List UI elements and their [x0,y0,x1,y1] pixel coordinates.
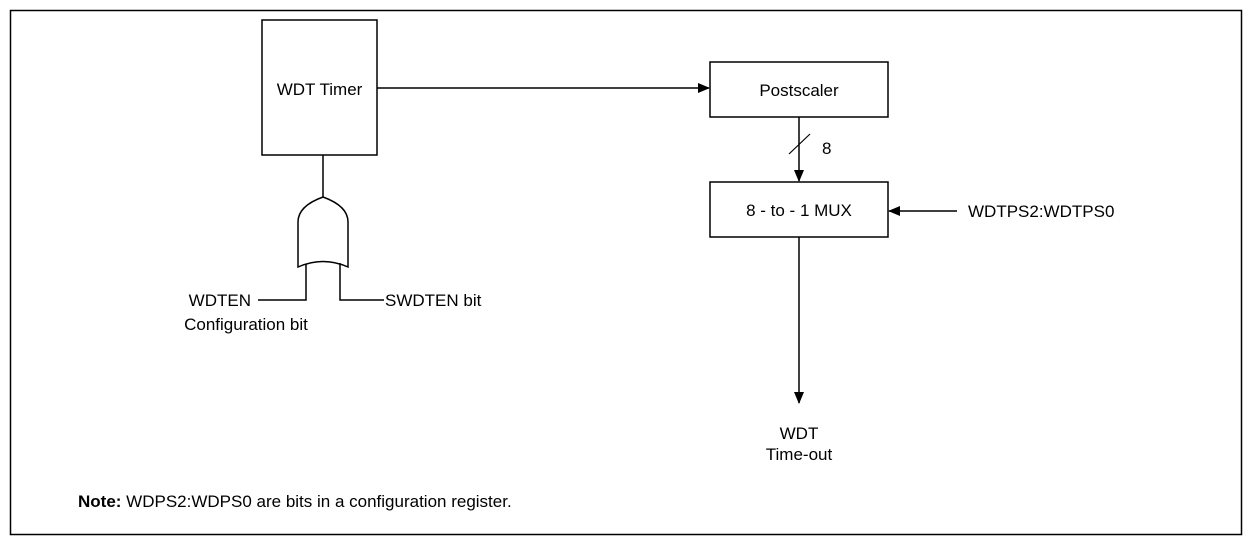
wdten-sub-label: Configuration bit [184,315,308,334]
note: Note: WDPS2:WDPS0 are bits in a configur… [78,492,512,511]
wdten-label: WDTEN [189,291,251,310]
wdt-timer-label: WDT Timer [277,80,363,99]
output-label-line2: Time-out [766,445,833,464]
bus-width-label: 8 [822,139,831,158]
mux-block [709,181,889,238]
postscaler-block [709,61,889,118]
swdten-input-wire [339,263,384,301]
wdt-timer-block [261,19,378,156]
note-label: Note: [78,492,121,511]
bus-slash [788,133,811,155]
note-text: WDPS2:WDPS0 are bits in a configuration … [121,492,511,511]
swdten-label: SWDTEN bit [385,291,482,310]
or-gate-icon [297,196,349,269]
select-input-label: WDTPS2:WDTPS0 [968,202,1114,221]
mux-label: 8 - to - 1 MUX [746,201,852,220]
output-label-line1: WDT [780,424,819,443]
postscaler-label: Postscaler [759,81,839,100]
diagram-border [9,9,1243,536]
wdten-input-wire [258,264,307,301]
